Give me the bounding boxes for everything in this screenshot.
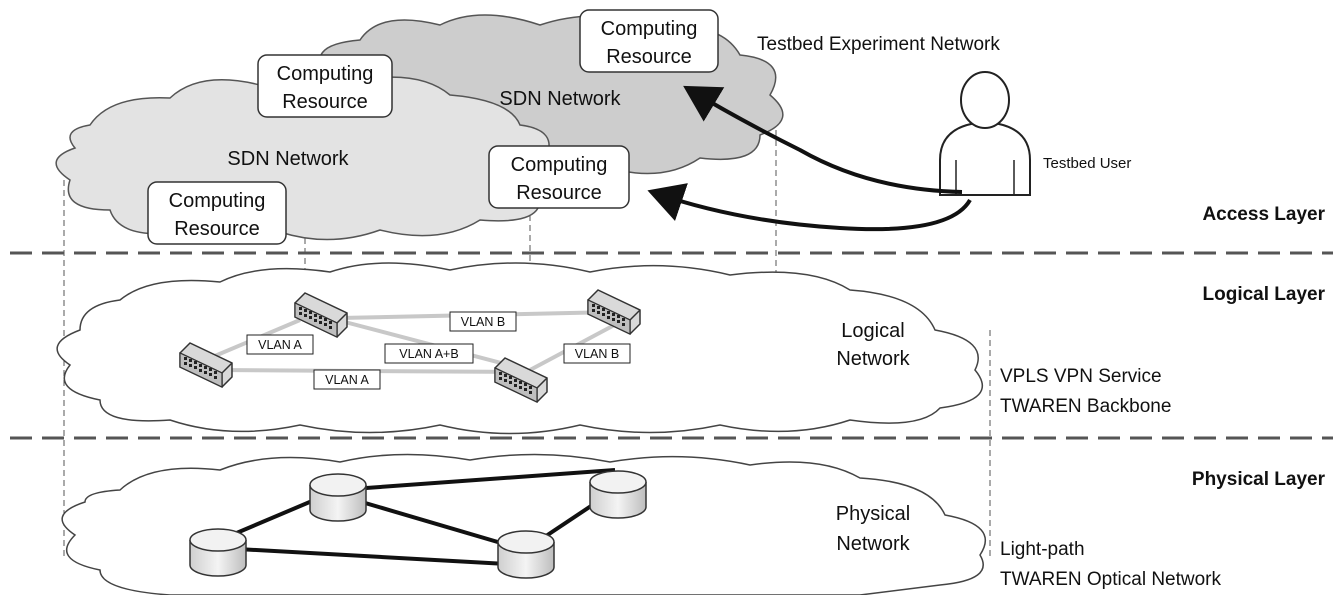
physical-cloud (61, 453, 986, 595)
physical-network-label-line2: Network (836, 533, 910, 555)
svg-text:VLAN A+B: VLAN A+B (399, 347, 458, 361)
physical-service-line1: Light-path (1000, 539, 1085, 560)
user-to-sdn-arrow (683, 85, 963, 194)
computing-resource-1: Computing Resource (579, 9, 719, 73)
svg-text:Resource: Resource (516, 182, 602, 204)
router-node-icon (189, 528, 247, 577)
svg-text:VLAN A: VLAN A (258, 338, 302, 352)
computing-resource-4: Computing Resource (147, 181, 287, 245)
svg-text:Resource: Resource (282, 91, 368, 113)
sdn-network-label-back: SDN Network (499, 88, 621, 110)
computing-resource-3: Computing Resource (488, 145, 630, 209)
access-layer-label: Access Layer (1202, 204, 1325, 225)
svg-text:VLAN B: VLAN B (461, 315, 505, 329)
svg-text:Resource: Resource (606, 46, 692, 68)
router-node-icon (497, 530, 555, 579)
svg-text:Resource: Resource (174, 218, 260, 240)
svg-text:Computing: Computing (277, 63, 374, 85)
logical-layer-label: Logical Layer (1203, 284, 1326, 305)
vlan-label-b-right: VLAN B (563, 343, 631, 364)
testbed-experiment-network-title: Testbed Experiment Network (757, 34, 1000, 55)
physical-service-line2: TWAREN Optical Network (1000, 569, 1221, 590)
svg-text:VLAN A: VLAN A (325, 373, 369, 387)
vlan-label-a-bottom: VLAN A (313, 369, 381, 390)
vlan-label-b-top: VLAN B (449, 311, 517, 332)
svg-text:Computing: Computing (601, 18, 698, 40)
testbed-user-label: Testbed User (1043, 155, 1131, 172)
svg-text:Computing: Computing (169, 190, 266, 212)
svg-text:VLAN B: VLAN B (575, 347, 619, 361)
logical-service-line2: TWAREN Backbone (1000, 396, 1171, 417)
logical-network-label-line1: Logical (841, 320, 904, 342)
sdn-network-label-front: SDN Network (227, 148, 349, 170)
physical-layer-label: Physical Layer (1192, 469, 1326, 490)
vlan-label-a-left: VLAN A (246, 334, 314, 355)
router-node-icon (589, 470, 647, 519)
svg-text:Computing: Computing (511, 154, 608, 176)
logical-service-line1: VPLS VPN Service (1000, 366, 1162, 387)
user-icon (939, 71, 1031, 196)
vlan-label-a-b: VLAN A+B (384, 343, 474, 364)
computing-resource-2: Computing Resource (257, 54, 393, 118)
logical-cloud (56, 262, 984, 435)
logical-network-label-line2: Network (836, 348, 910, 370)
user-to-resource-arrow (647, 183, 972, 232)
router-node-icon (309, 473, 367, 522)
physical-network-label-line1: Physical (836, 503, 910, 525)
